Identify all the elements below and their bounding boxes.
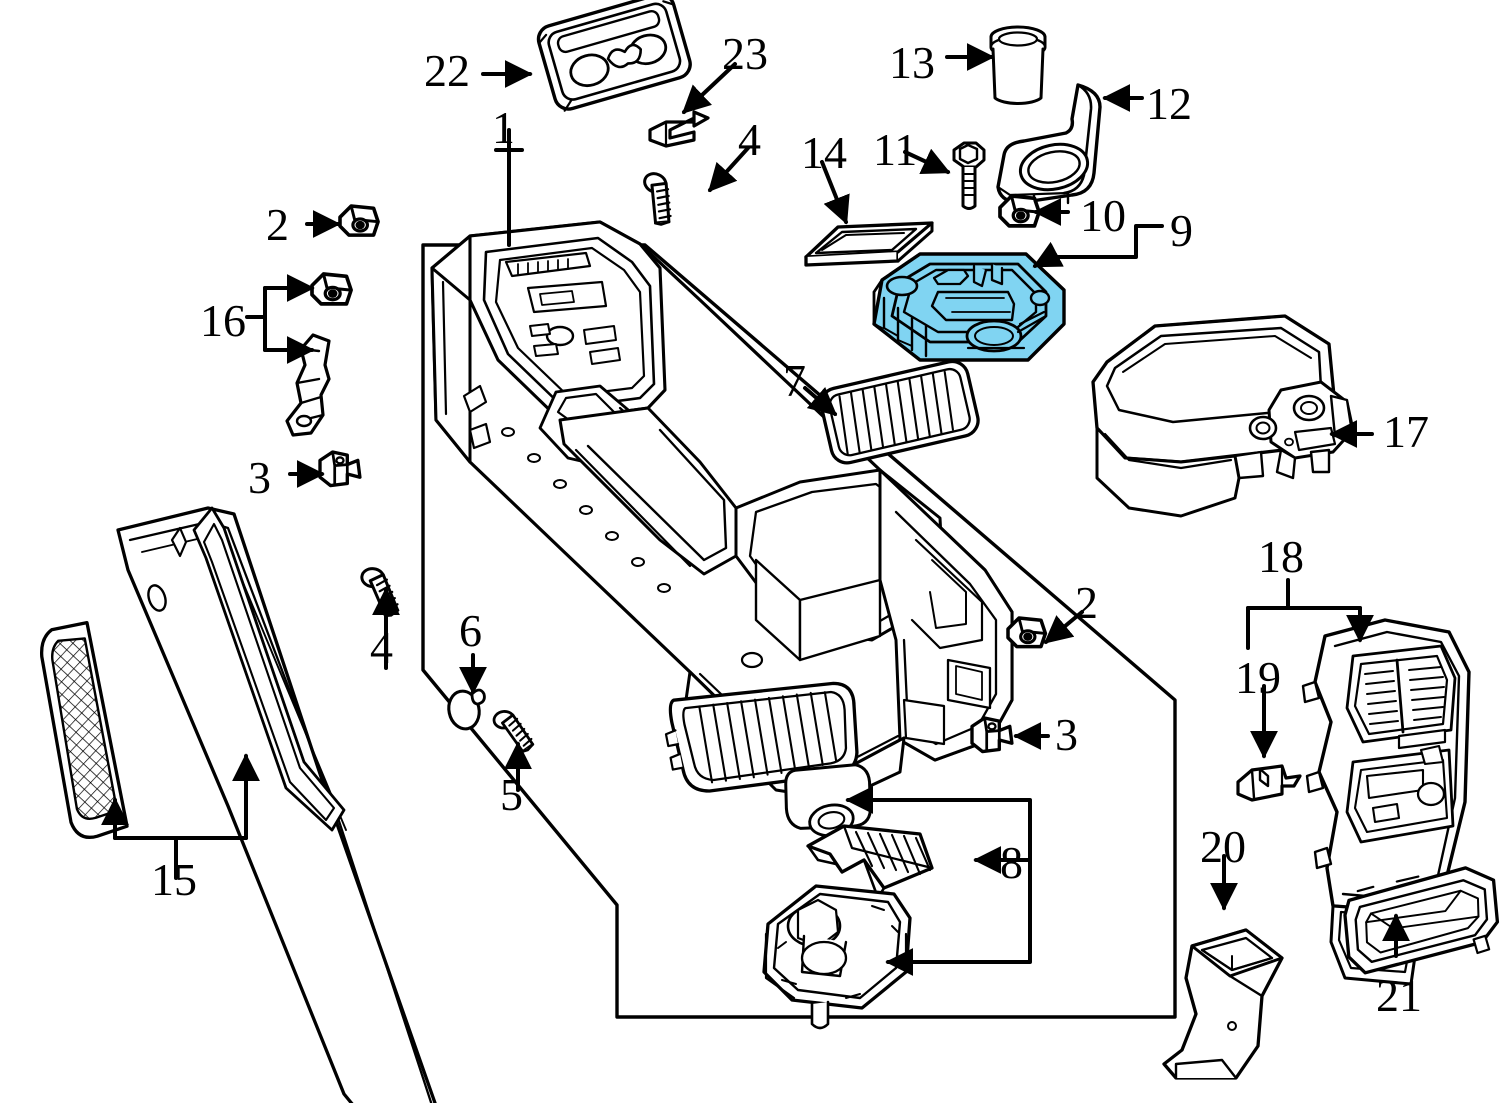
callout-1[interactable]: 1 bbox=[492, 102, 515, 153]
callout-4-upper[interactable]: 4 bbox=[738, 114, 761, 165]
callout-14[interactable]: 14 bbox=[801, 127, 847, 178]
callout-3-left[interactable]: 3 bbox=[248, 452, 271, 503]
callout-8[interactable]: 8 bbox=[1000, 837, 1023, 888]
callout-3-right[interactable]: 3 bbox=[1055, 709, 1078, 760]
callout-19[interactable]: 19 bbox=[1235, 652, 1281, 703]
callout-10[interactable]: 10 bbox=[1080, 190, 1126, 241]
callout-21[interactable]: 21 bbox=[1376, 970, 1422, 1021]
callout-2-left[interactable]: 2 bbox=[266, 199, 289, 250]
callout-15[interactable]: 15 bbox=[151, 854, 197, 905]
callout-4-lower[interactable]: 4 bbox=[370, 622, 393, 673]
callout-11[interactable]: 11 bbox=[873, 124, 918, 175]
callout-2-right[interactable]: 2 bbox=[1075, 577, 1098, 628]
callout-13[interactable]: 13 bbox=[889, 37, 935, 88]
callout-12[interactable]: 12 bbox=[1146, 78, 1192, 129]
callout-18[interactable]: 18 bbox=[1258, 531, 1304, 582]
callout-20[interactable]: 20 bbox=[1200, 821, 1246, 872]
callout-5[interactable]: 5 bbox=[500, 769, 523, 820]
callout-6[interactable]: 6 bbox=[459, 605, 482, 656]
callout-7[interactable]: 7 bbox=[783, 355, 806, 406]
callout-17[interactable]: 17 bbox=[1383, 406, 1429, 457]
callout-22[interactable]: 22 bbox=[424, 45, 470, 96]
callout-23[interactable]: 23 bbox=[722, 28, 768, 79]
callout-9[interactable]: 9 bbox=[1170, 205, 1193, 256]
callout-16[interactable]: 16 bbox=[200, 295, 246, 346]
